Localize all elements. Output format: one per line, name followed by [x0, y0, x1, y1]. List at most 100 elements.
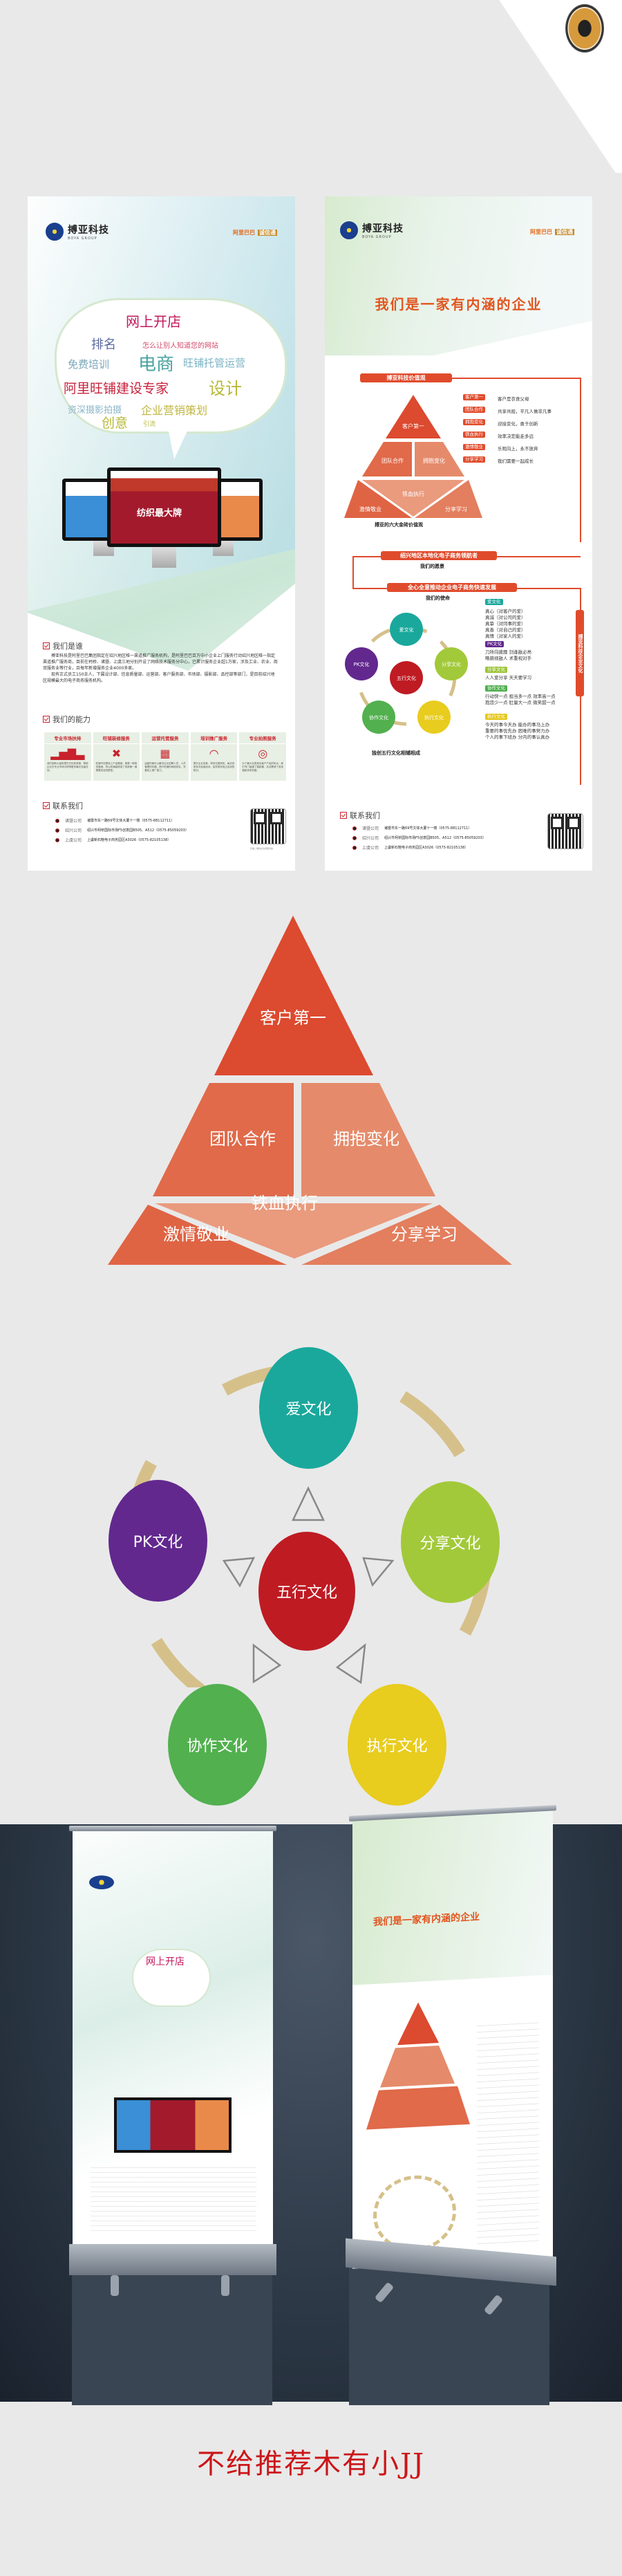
monitor-center: 纺织最大牌: [107, 467, 221, 547]
ability-card: 培训推广服务◠提升企业形象，带来无限商机，每月安排多次免费培训，给您带来真正实用…: [190, 732, 238, 781]
checkbox-icon: [43, 802, 50, 809]
culture-node-execute: 执行文化: [348, 1684, 446, 1806]
office-address: 诸暨市东一路69号文体大厦十一楼（0575-88112711）: [87, 819, 175, 823]
card-title: 专业市场扶持: [44, 734, 91, 744]
value-tag: 分享学习: [463, 456, 485, 463]
standee-base: [69, 2244, 276, 2275]
connector-line: [516, 588, 581, 589]
mission-banner: 全心全意推动企业电子商务快速发展: [387, 583, 517, 592]
alibaba-logo: 阿里巴巴诚信通: [530, 228, 574, 236]
svg-text:拥抱变化: 拥抱变化: [423, 457, 445, 464]
footer-caption: 不给推荐木有小JJ: [196, 2448, 426, 2480]
culture-text: 行动快一点 担当多一点 效率高一点 抱怨少一点 肚量大一点 微笑甜一点: [485, 694, 556, 705]
contact-row: 诸暨公司诸暨市东一路69号文体大厦十一楼（0575-88112711）: [352, 825, 471, 831]
company-logo: 搏亚科技 BOYA GROUP: [46, 223, 109, 241]
location-pin-icon: [55, 828, 59, 833]
culture-caption: 独创五行文化相辅相成: [372, 750, 420, 756]
standee-shadow: [349, 2260, 549, 2405]
logo-subtext: BOYA GROUP: [68, 237, 97, 241]
checkbox-icon: [43, 716, 50, 723]
vision-banner: 绍兴地区本地化电子商务领航者: [381, 551, 497, 560]
cloud-word: 网上开店: [126, 313, 181, 330]
standee-left: 网上开店: [73, 1831, 273, 2261]
big-culture-ring: [124, 1363, 493, 1687]
value-desc: 我们需要一起成长: [498, 458, 534, 464]
contact-row: 绍兴公司绍兴市柯桥国际市场F5创意园B505、A512（0575-8505920…: [55, 827, 189, 833]
chengxintong-badge: 诚信通: [258, 230, 277, 236]
poster-intro: 搏亚科技 BOYA GROUP 阿里巴巴诚信通 网上开店 排名 怎么让别人知道您…: [28, 196, 295, 871]
monitors-mockup: 纺织最大牌: [62, 445, 263, 570]
culture-node-collaborate: 协作文化: [168, 1684, 267, 1806]
value-desc: 效率决定能走多远: [498, 434, 534, 439]
pencil-ruler-icon: ✖: [111, 747, 122, 760]
card-desc: 旺铺不但是线上产品展销，更是一种视觉营销，所以旺铺装修成了电商第一道需要攻克的壁…: [95, 762, 138, 772]
office-name: 诸暨公司: [362, 826, 379, 831]
culture-node-center: 五行文化: [258, 1532, 355, 1651]
mini-pyramid: [366, 2002, 470, 2130]
checkbox-icon: [340, 812, 347, 819]
reaper-avatar-icon: [565, 4, 604, 53]
office-address: 上虞新石鞋电子商务园区A3026（0575-82105138）: [87, 838, 171, 842]
cloud-word: 引流: [143, 421, 156, 428]
location-pin-icon: [352, 826, 357, 831]
values-header: 搏亚科技价值观: [360, 373, 452, 382]
card-desc: 运营托管可以解决企业招聘人员、人员管理的问题，提升旺铺的网络排名，完善线上推广能…: [144, 762, 186, 772]
target-icon: ◎: [258, 747, 268, 760]
pyramid-label: 激情敬业: [163, 1225, 229, 1244]
svg-text:分享文化: 分享文化: [442, 661, 461, 667]
svg-text:PK文化: PK文化: [354, 661, 370, 667]
culture-text: 人人爱分享 天天要学习: [485, 675, 532, 680]
office-address: 绍兴市柯桥国际市场F5创意园B505、A512（0575-85059203）: [384, 836, 486, 840]
pyramid-label: 铁血执行: [252, 1194, 318, 1213]
cloud-word: 设计: [209, 379, 242, 398]
qr-code: [547, 813, 583, 849]
cloud-word: 企业营销策划: [141, 404, 208, 417]
big-values-pyramid: [108, 916, 512, 1265]
standee-shadow: [72, 2260, 272, 2405]
cloud-word: 怎么让别人知道您的网站: [142, 342, 218, 350]
value-tag: 客户第一: [463, 394, 485, 400]
contact-title-text: 联系我们: [53, 801, 83, 810]
value-tag: 铁血执行: [463, 432, 485, 438]
value-desc: 乐观向上，永不放弃: [498, 446, 538, 452]
connector-line: [580, 378, 581, 542]
bar-chart-icon: ▂▅▇▃: [50, 747, 85, 760]
location-pin-icon: [55, 818, 59, 823]
contact-row: 上虞公司上虞新石鞋电子商务园区A3026（0575-82105138）: [352, 844, 468, 851]
who-paragraph: 搏亚科技是阿里巴巴集团指定在绍兴地区唯一渠道推广服务机构，是阿里巴巴百万中小企业…: [43, 654, 278, 671]
vision-caption: 我们的愿景: [420, 564, 444, 569]
value-desc: 客户是衣食父母: [498, 396, 529, 402]
office-name: 诸暨公司: [65, 819, 82, 824]
location-pin-icon: [352, 835, 357, 840]
value-desc: 共享共担，平凡人做非凡事: [498, 409, 552, 414]
cloud-word: 资深摄影拍摄: [68, 405, 122, 416]
office-address: 绍兴市柯桥国际市场F5创意园B505、A512（0575-85059203）: [87, 828, 189, 833]
contact-row: 上虞公司上虞新石鞋电子商务园区A3026（0575-82105138）: [55, 837, 171, 843]
cloud-word: 创意: [102, 416, 129, 431]
cloud-word: 排名: [91, 337, 116, 352]
ability-card: 旺铺装修服务 ✖ 旺铺不但是线上产品展销，更是一种视觉营销，所以旺铺装修成了电商第一…: [93, 732, 140, 781]
monitor-stand: [152, 547, 176, 568]
poster-title: 我们是一家有内涵的企业: [375, 296, 543, 313]
card-desc: 我们拥有大量阿里巴巴优质资源，帮助企业在专业市场中获得更多曝光流量扶持。: [47, 762, 88, 772]
ability-cards: 专业市场扶持 ▂▅▇▃ 我们拥有大量阿里巴巴优质资源，帮助企业在专业市场中获得更多曝…: [44, 732, 286, 781]
culture-side-label: 搏亚科技企业文化: [576, 610, 584, 696]
logo-subtext: BOYA GROUP: [362, 235, 392, 239]
calendar-icon: ▦: [160, 747, 171, 760]
connector-line: [352, 588, 388, 589]
who-title-text: 我们是谁: [53, 642, 83, 651]
mini-text-lines: [91, 2163, 256, 2232]
culture-diagram: 爱文化 分享文化 执行文化 协作文化 PK文化 五行文化: [345, 613, 468, 734]
qr-code: [250, 808, 286, 844]
svg-text:客户第一: 客户第一: [402, 423, 424, 429]
culture-tag: 协作文化: [485, 685, 507, 692]
card-title: 旺铺装修服务: [93, 734, 140, 744]
standee-top-bar: [69, 1826, 276, 1831]
chengxintong-badge: 诚信通: [555, 229, 574, 235]
office-address: 上虞新石鞋电子商务园区A3026（0575-82105138）: [384, 846, 469, 850]
office-name: 绍兴公司: [362, 836, 379, 841]
svg-text:铁血执行: 铁血执行: [402, 490, 424, 497]
svg-text:执行文化: 执行文化: [424, 714, 444, 721]
ability-card: 专业市场扶持 ▂▅▇▃ 我们拥有大量阿里巴巴优质资源，帮助企业在专业市场中获得更多曝…: [44, 732, 91, 781]
value-tag: 激情敬业: [463, 444, 485, 450]
